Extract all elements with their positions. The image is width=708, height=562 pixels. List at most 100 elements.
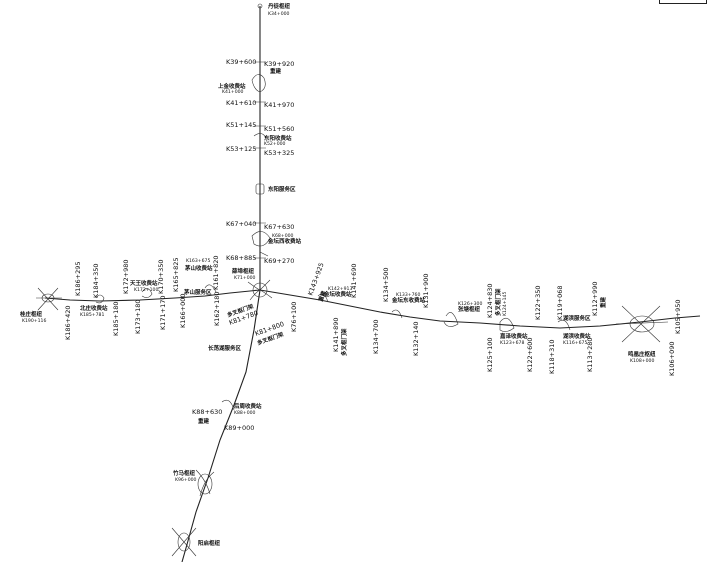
- k172980-label: K172+980: [122, 259, 130, 294]
- multi3-label: 多叉枢门架: [340, 328, 348, 356]
- maoshan-toll-label: 茅山收费站: [185, 264, 213, 272]
- k125100-label: K125+100: [486, 337, 494, 372]
- east-hub-k: K108+000: [630, 358, 654, 364]
- k132140-label: K132+140: [412, 321, 420, 356]
- hlf-service-label: 湖滨服务区: [563, 314, 591, 322]
- k112990-label: K112+990: [591, 281, 599, 316]
- hlf-toll-label: 湖滨收费站: [563, 332, 591, 340]
- k119068-label: K119+068: [556, 285, 564, 320]
- west-hub-node: [36, 287, 62, 311]
- k88630-label: K88+630: [192, 408, 222, 416]
- west-road: [44, 289, 261, 302]
- south-hub-node: [171, 527, 197, 557]
- jintan-k: K142+913: [328, 286, 352, 292]
- k165825-label: K165+825: [172, 257, 180, 292]
- k166000-label: K166+000: [179, 293, 187, 328]
- k67040-label: K67+040: [226, 220, 256, 228]
- jintan-toll-label: 金坛收费站: [323, 290, 352, 298]
- k105950-label: K105+950: [674, 299, 682, 334]
- tangxin-hub-label: 桂庄枢纽: [19, 310, 43, 318]
- houzhou-toll-label: 后周收费站: [234, 402, 262, 410]
- drawing-frame-corner: [659, 0, 707, 4]
- east-road: [259, 289, 701, 329]
- rebuild1-label: 重建: [270, 67, 282, 75]
- k186295-label: K186+295: [74, 261, 82, 296]
- rebuild4-label: 重建: [198, 417, 210, 425]
- tianwang-k: K172+100: [134, 287, 158, 293]
- k89000-label: K89+000: [224, 424, 254, 432]
- k118310-label: K118+310: [548, 339, 556, 374]
- shangjin-k: K41+000: [222, 89, 244, 95]
- zhangqiao-k: K126+300: [458, 301, 482, 307]
- beizhuang-interchange: [95, 294, 105, 304]
- k124830-label: K124+830: [486, 283, 494, 318]
- north-hub-label: 丹徒枢纽: [268, 2, 291, 10]
- changdang-service-label: 长荡湖服务区: [208, 344, 242, 352]
- dongyang-k: K52+000: [264, 141, 286, 147]
- k106090-label: K106+090: [668, 341, 676, 376]
- k39600-label: K39+600: [226, 58, 256, 66]
- k184350-label: K184+350: [92, 263, 100, 298]
- tianwang-toll-label: 天王收费站: [130, 279, 158, 287]
- rebuild3-label: 重建: [599, 296, 607, 308]
- lianhu-toll-label: 嘉泽收费站: [499, 332, 528, 340]
- k41970-label: K41+970: [264, 101, 294, 109]
- dongyang-interchange: [253, 133, 267, 139]
- maoshan-service-label: 茅山服务区: [184, 288, 212, 296]
- jinzhuo-toll-label: 金坛西收费站: [267, 237, 302, 245]
- k185180-label: K185+180: [112, 301, 120, 336]
- sima-hub-node: [195, 469, 215, 497]
- shangjin-interchange: [251, 74, 266, 93]
- k51560-label: K51+560: [264, 125, 294, 133]
- beizhuang-k: K185+781: [80, 312, 104, 318]
- labels: 丹徒枢纽 K34+000 K39+600 K39+920 重建 上金收费站 K4…: [19, 2, 682, 547]
- k161820-label: K161+820: [212, 255, 220, 290]
- lianhu-k: K123+678: [500, 340, 524, 346]
- north-hub-node: [257, 3, 263, 9]
- dongyang-service-label: 东阳服务区: [268, 185, 296, 193]
- jintandong-interchange: [391, 309, 403, 319]
- central-hub-node: [247, 279, 273, 301]
- k124145-label: K124+145: [502, 292, 508, 316]
- k53125-label: K53+125: [226, 145, 256, 153]
- beizhuang-toll-label: 北庄收费站: [80, 304, 108, 312]
- rebuild2-label: 重建: [316, 289, 327, 303]
- jiaze-interchange: [499, 317, 515, 332]
- jintandong-k: K133+760: [396, 292, 420, 298]
- tangxin-k: K190+116: [22, 318, 46, 324]
- k131900-label: K131+900: [422, 273, 430, 308]
- jintan-interchange: [317, 293, 329, 303]
- central-hub-label: 薛埠枢纽: [232, 267, 255, 275]
- k141890-label: K141+890: [332, 317, 340, 352]
- north-ticks: [254, 61, 266, 259]
- east-hub-label: 鸣凰庄枢纽: [628, 350, 656, 358]
- k39920-label: K39+920: [264, 60, 294, 68]
- jinzhuo-k: K68+000: [272, 233, 294, 239]
- dongyang-toll-label: 东阳收费站: [264, 134, 292, 142]
- north-hub-k: K34+000: [268, 11, 290, 17]
- k171170-label: K171+170: [159, 295, 167, 330]
- zhangqiao-interchange: [443, 312, 459, 327]
- east-hub-node: [615, 305, 669, 343]
- k41610-label: K41+610: [226, 99, 256, 107]
- sima-hub-label: 竹马枢纽: [172, 469, 196, 477]
- k122600-label: K122+600: [526, 337, 534, 372]
- multi4-label: 多叉枢门架: [494, 288, 502, 316]
- k170350-label: K170+350: [157, 259, 165, 294]
- k141690-label: K141+690: [350, 263, 358, 298]
- sima-k: K96+000: [175, 477, 197, 483]
- maoshan-interchange: [204, 284, 217, 293]
- k69270-label: K69+270: [264, 257, 294, 265]
- hubin-interchange: [557, 319, 571, 331]
- central-hub-k: K71+000: [234, 275, 256, 281]
- k51145-label: K51+145: [226, 121, 256, 129]
- k68885-label: K68+885: [226, 254, 256, 262]
- jintandong-toll-label: 金坛东收费站: [391, 296, 426, 304]
- maoshan-k: K163+675: [186, 258, 210, 264]
- k67630-label: K67+630: [264, 223, 294, 231]
- zhangqiao-hub-label: 张塘枢纽: [458, 305, 481, 313]
- dongyang-service-area: [255, 183, 265, 195]
- k173180-label: K173+180: [134, 299, 142, 334]
- shangjin-toll-label: 上金收费站: [218, 82, 246, 90]
